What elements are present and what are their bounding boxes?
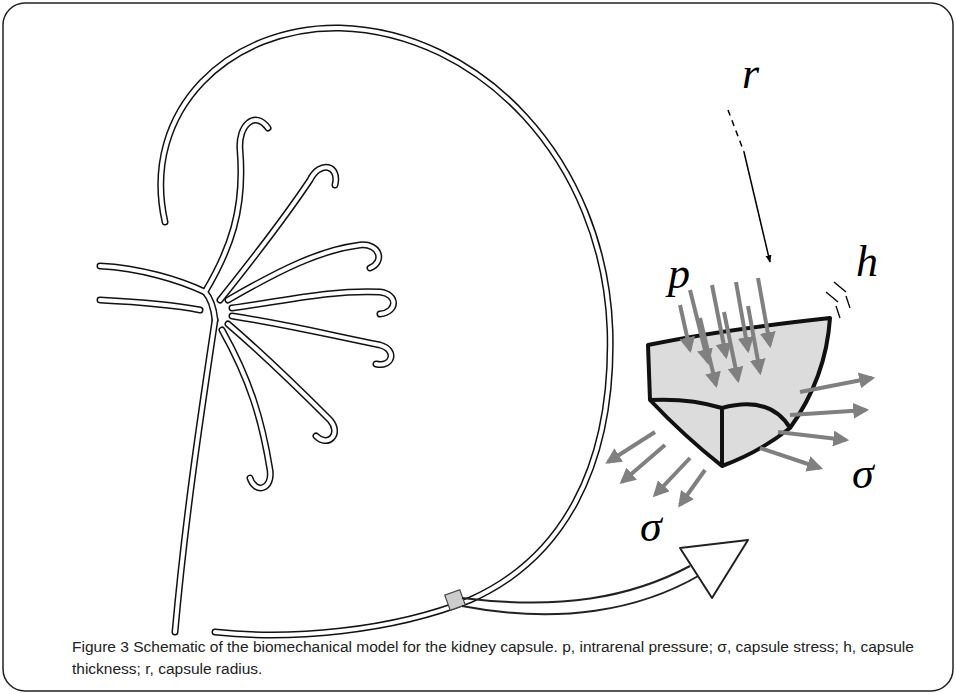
force-arrow <box>760 448 820 468</box>
kidney-stroke <box>100 300 200 310</box>
capsule-element-edge <box>650 400 790 466</box>
kidney-stroke <box>100 300 200 310</box>
kidney-stroke <box>220 167 336 300</box>
kidney-stroke <box>232 292 394 314</box>
zoom-arrow <box>462 575 700 614</box>
stress-label: σ <box>852 452 874 496</box>
force-arrows <box>608 278 872 505</box>
kidney-stroke <box>161 28 610 635</box>
pressure-label: p <box>668 252 690 296</box>
kidney-stroke <box>100 266 205 292</box>
force-arrow <box>800 378 872 392</box>
kidney-stroke <box>232 292 394 314</box>
force-arrow <box>736 282 748 350</box>
force-arrow <box>778 432 846 440</box>
radius-line <box>728 110 744 152</box>
figure-caption: Figure 3 Schematic of the biomechanical … <box>72 636 922 680</box>
force-arrow <box>758 278 770 345</box>
kidney-stroke <box>205 292 215 320</box>
zoom-arrow <box>462 566 690 603</box>
radius-label: r <box>742 52 759 96</box>
kidney-stroke <box>220 167 336 300</box>
force-arrow <box>748 306 760 372</box>
kidney-stroke <box>232 316 391 365</box>
capsule-patch-marker <box>445 590 466 611</box>
force-arrow <box>622 445 665 482</box>
zoom-arrowhead <box>680 540 748 598</box>
force-arrow <box>655 458 690 495</box>
force-arrow <box>680 470 705 505</box>
thickness-label: h <box>856 240 878 284</box>
thickness-mark <box>826 282 850 318</box>
force-arrow <box>790 410 866 415</box>
force-arrow <box>690 290 708 362</box>
kidney-stroke <box>161 28 610 635</box>
kidney-stroke <box>175 320 215 632</box>
kidney-stroke <box>232 316 391 365</box>
force-arrow <box>680 305 690 350</box>
kidney-stroke <box>175 320 215 632</box>
force-arrow <box>724 312 738 380</box>
kidney-stroke <box>100 266 205 292</box>
figure-frame <box>3 3 953 691</box>
kidney-stroke <box>222 330 270 488</box>
radius-line <box>744 152 770 262</box>
stress-label: σ <box>640 505 662 549</box>
kidney-stroke <box>205 292 215 320</box>
kidney-stroke <box>205 120 268 292</box>
kidney-stroke <box>205 120 268 292</box>
kidney-stroke <box>228 324 335 441</box>
force-arrow <box>700 318 716 385</box>
kidney-outline <box>100 28 610 635</box>
